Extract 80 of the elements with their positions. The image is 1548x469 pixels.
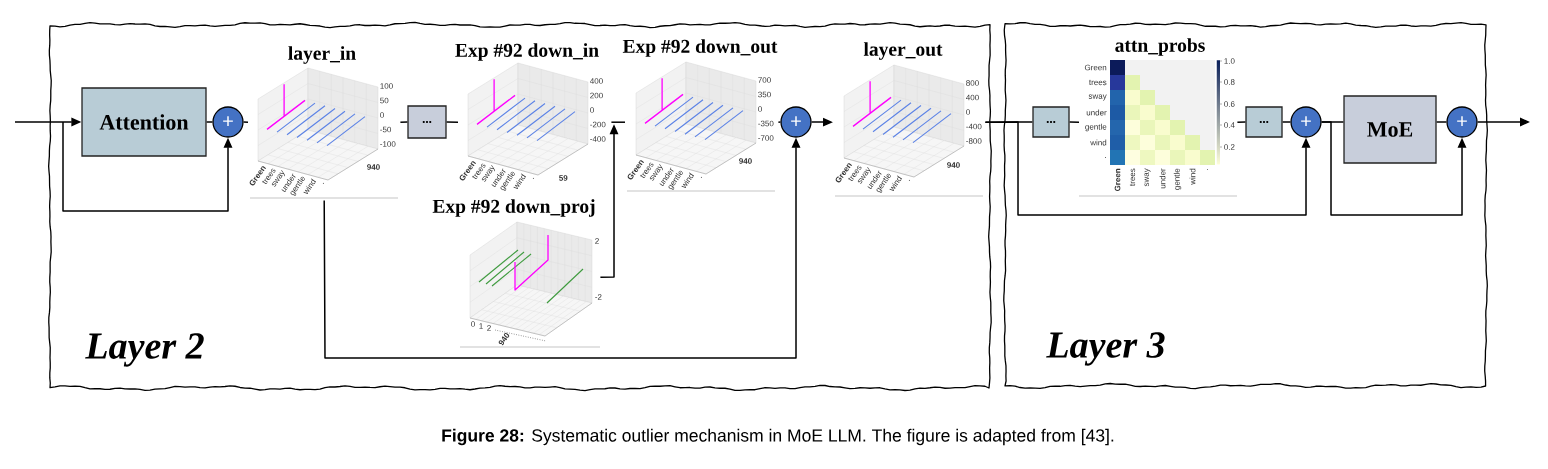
panel-title: Layer 3	[1046, 332, 1165, 366]
connector-line	[1068, 121, 1080, 123]
tick-label: under	[1159, 168, 1166, 189]
tick-label: -50	[380, 126, 392, 133]
tick-label: -400	[590, 136, 606, 142]
tick-label: 2	[595, 238, 599, 244]
connector-line	[777, 121, 782, 123]
tick-label: 200	[590, 92, 603, 99]
tick-label: trees	[1129, 168, 1136, 186]
tick-label: 0	[590, 107, 594, 113]
tick-label: .	[1105, 157, 1106, 158]
tick-label: 0.6	[1224, 101, 1235, 107]
plot-title: attn_probs	[1115, 38, 1205, 56]
tick-label: -2	[595, 294, 602, 300]
tick-label: 0.2	[1224, 144, 1235, 150]
arrow	[1320, 121, 1467, 216]
tick-label: sway	[1088, 94, 1107, 101]
tick-label: trees	[1089, 79, 1107, 86]
tick-label: Green	[1084, 64, 1107, 71]
tick-label: 1	[479, 323, 483, 329]
connector-line	[1435, 121, 1448, 123]
tick-label: 0.4	[1224, 122, 1235, 128]
tick-label: gentle	[1173, 168, 1182, 190]
tick-label: 940	[947, 162, 960, 168]
plot-title: layer_in	[288, 46, 356, 64]
panel-title: Layer 2	[85, 333, 204, 367]
tick-label: 400	[590, 78, 603, 84]
tick-label: 700	[758, 77, 771, 83]
plot-title: Exp #92 down_out	[622, 39, 778, 57]
connector-line	[1236, 121, 1247, 123]
tick-label: 0	[471, 321, 475, 327]
tick-label: .	[1207, 169, 1208, 170]
connector-line	[610, 121, 626, 123]
arrow	[62, 121, 233, 212]
tick-label: under	[1086, 109, 1107, 116]
connector-line	[242, 121, 249, 123]
tick-label: -350	[758, 120, 774, 127]
tick-label: -700	[758, 135, 774, 141]
tick-label: 350	[758, 91, 771, 98]
tick-label: 940	[498, 332, 510, 346]
tick-label: 940	[739, 158, 752, 164]
connector-line	[399, 121, 409, 123]
tick-label: 0	[758, 106, 762, 112]
tick-label: .	[700, 176, 702, 178]
connector-line	[1281, 121, 1292, 123]
tick-label: 50	[380, 97, 389, 104]
tick-label: .	[322, 182, 324, 184]
tick-label: wind	[1090, 139, 1107, 146]
tick-label: 100	[380, 83, 393, 89]
tick-label: 940	[367, 164, 380, 170]
connector-line	[205, 121, 214, 123]
caption: Figure 28: Systematic outlier mechanism in MoE LLM. The figure is adapted from [43].	[442, 428, 1114, 446]
tick-label: 800	[966, 80, 979, 86]
tick-label: .	[532, 177, 534, 179]
tick-label: gentle	[1085, 123, 1107, 132]
tick-label: -100	[380, 141, 396, 147]
tick-label: 0.8	[1224, 79, 1235, 85]
plot-title: layer_out	[863, 42, 943, 60]
tick-label: 0	[380, 112, 384, 118]
process-box: ...	[1245, 106, 1283, 138]
tick-label: 1.0	[1224, 58, 1235, 64]
tick-label: -200	[590, 121, 606, 128]
process-box: ...	[1032, 106, 1070, 138]
tick-label: 400	[966, 94, 979, 101]
tick-label: 0	[966, 109, 970, 115]
tick-label: -800	[966, 138, 982, 144]
process-box: ...	[407, 105, 447, 139]
tick-label: .	[908, 179, 910, 181]
tick-label: 2	[487, 325, 491, 331]
connector-line	[445, 121, 459, 123]
process-box: Attention	[81, 87, 207, 157]
tick-label: wind	[1189, 168, 1196, 185]
plot-title: Exp #92 down_proj	[432, 199, 595, 217]
plot-title: Exp #92 down_in	[455, 43, 599, 61]
arrow	[984, 121, 1311, 216]
tick-label: 59	[559, 175, 568, 181]
tick-label: sway	[1144, 168, 1151, 187]
tick-label: Green	[1114, 168, 1121, 192]
process-box: MoE	[1343, 95, 1437, 164]
tick-label: -400	[966, 123, 982, 130]
